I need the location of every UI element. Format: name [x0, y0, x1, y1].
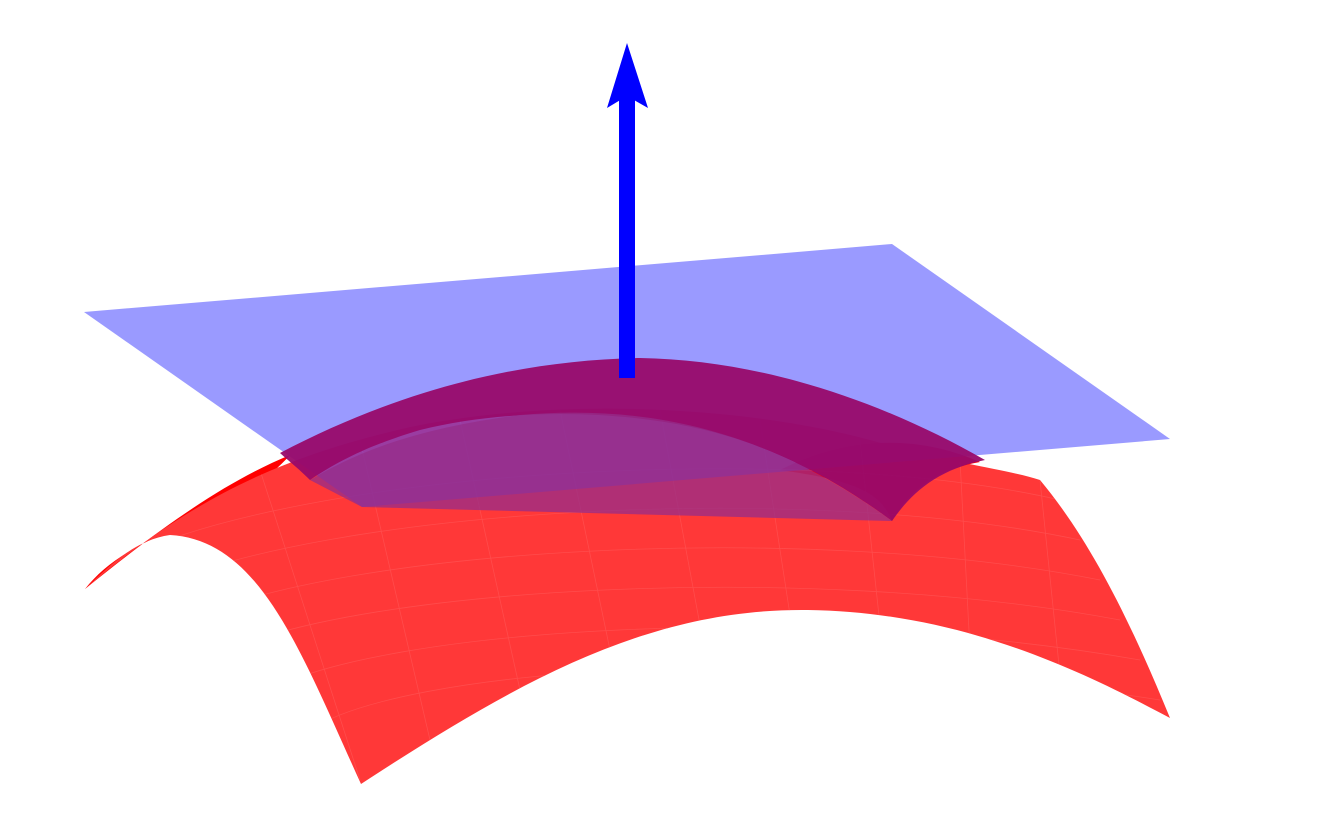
normal-vector: [607, 43, 648, 378]
normal-vector-arrowhead: [607, 43, 648, 108]
overlap-lower-band: [310, 412, 892, 521]
plane-surface-overlap: [280, 358, 985, 521]
normal-vector-shaft: [619, 96, 635, 378]
